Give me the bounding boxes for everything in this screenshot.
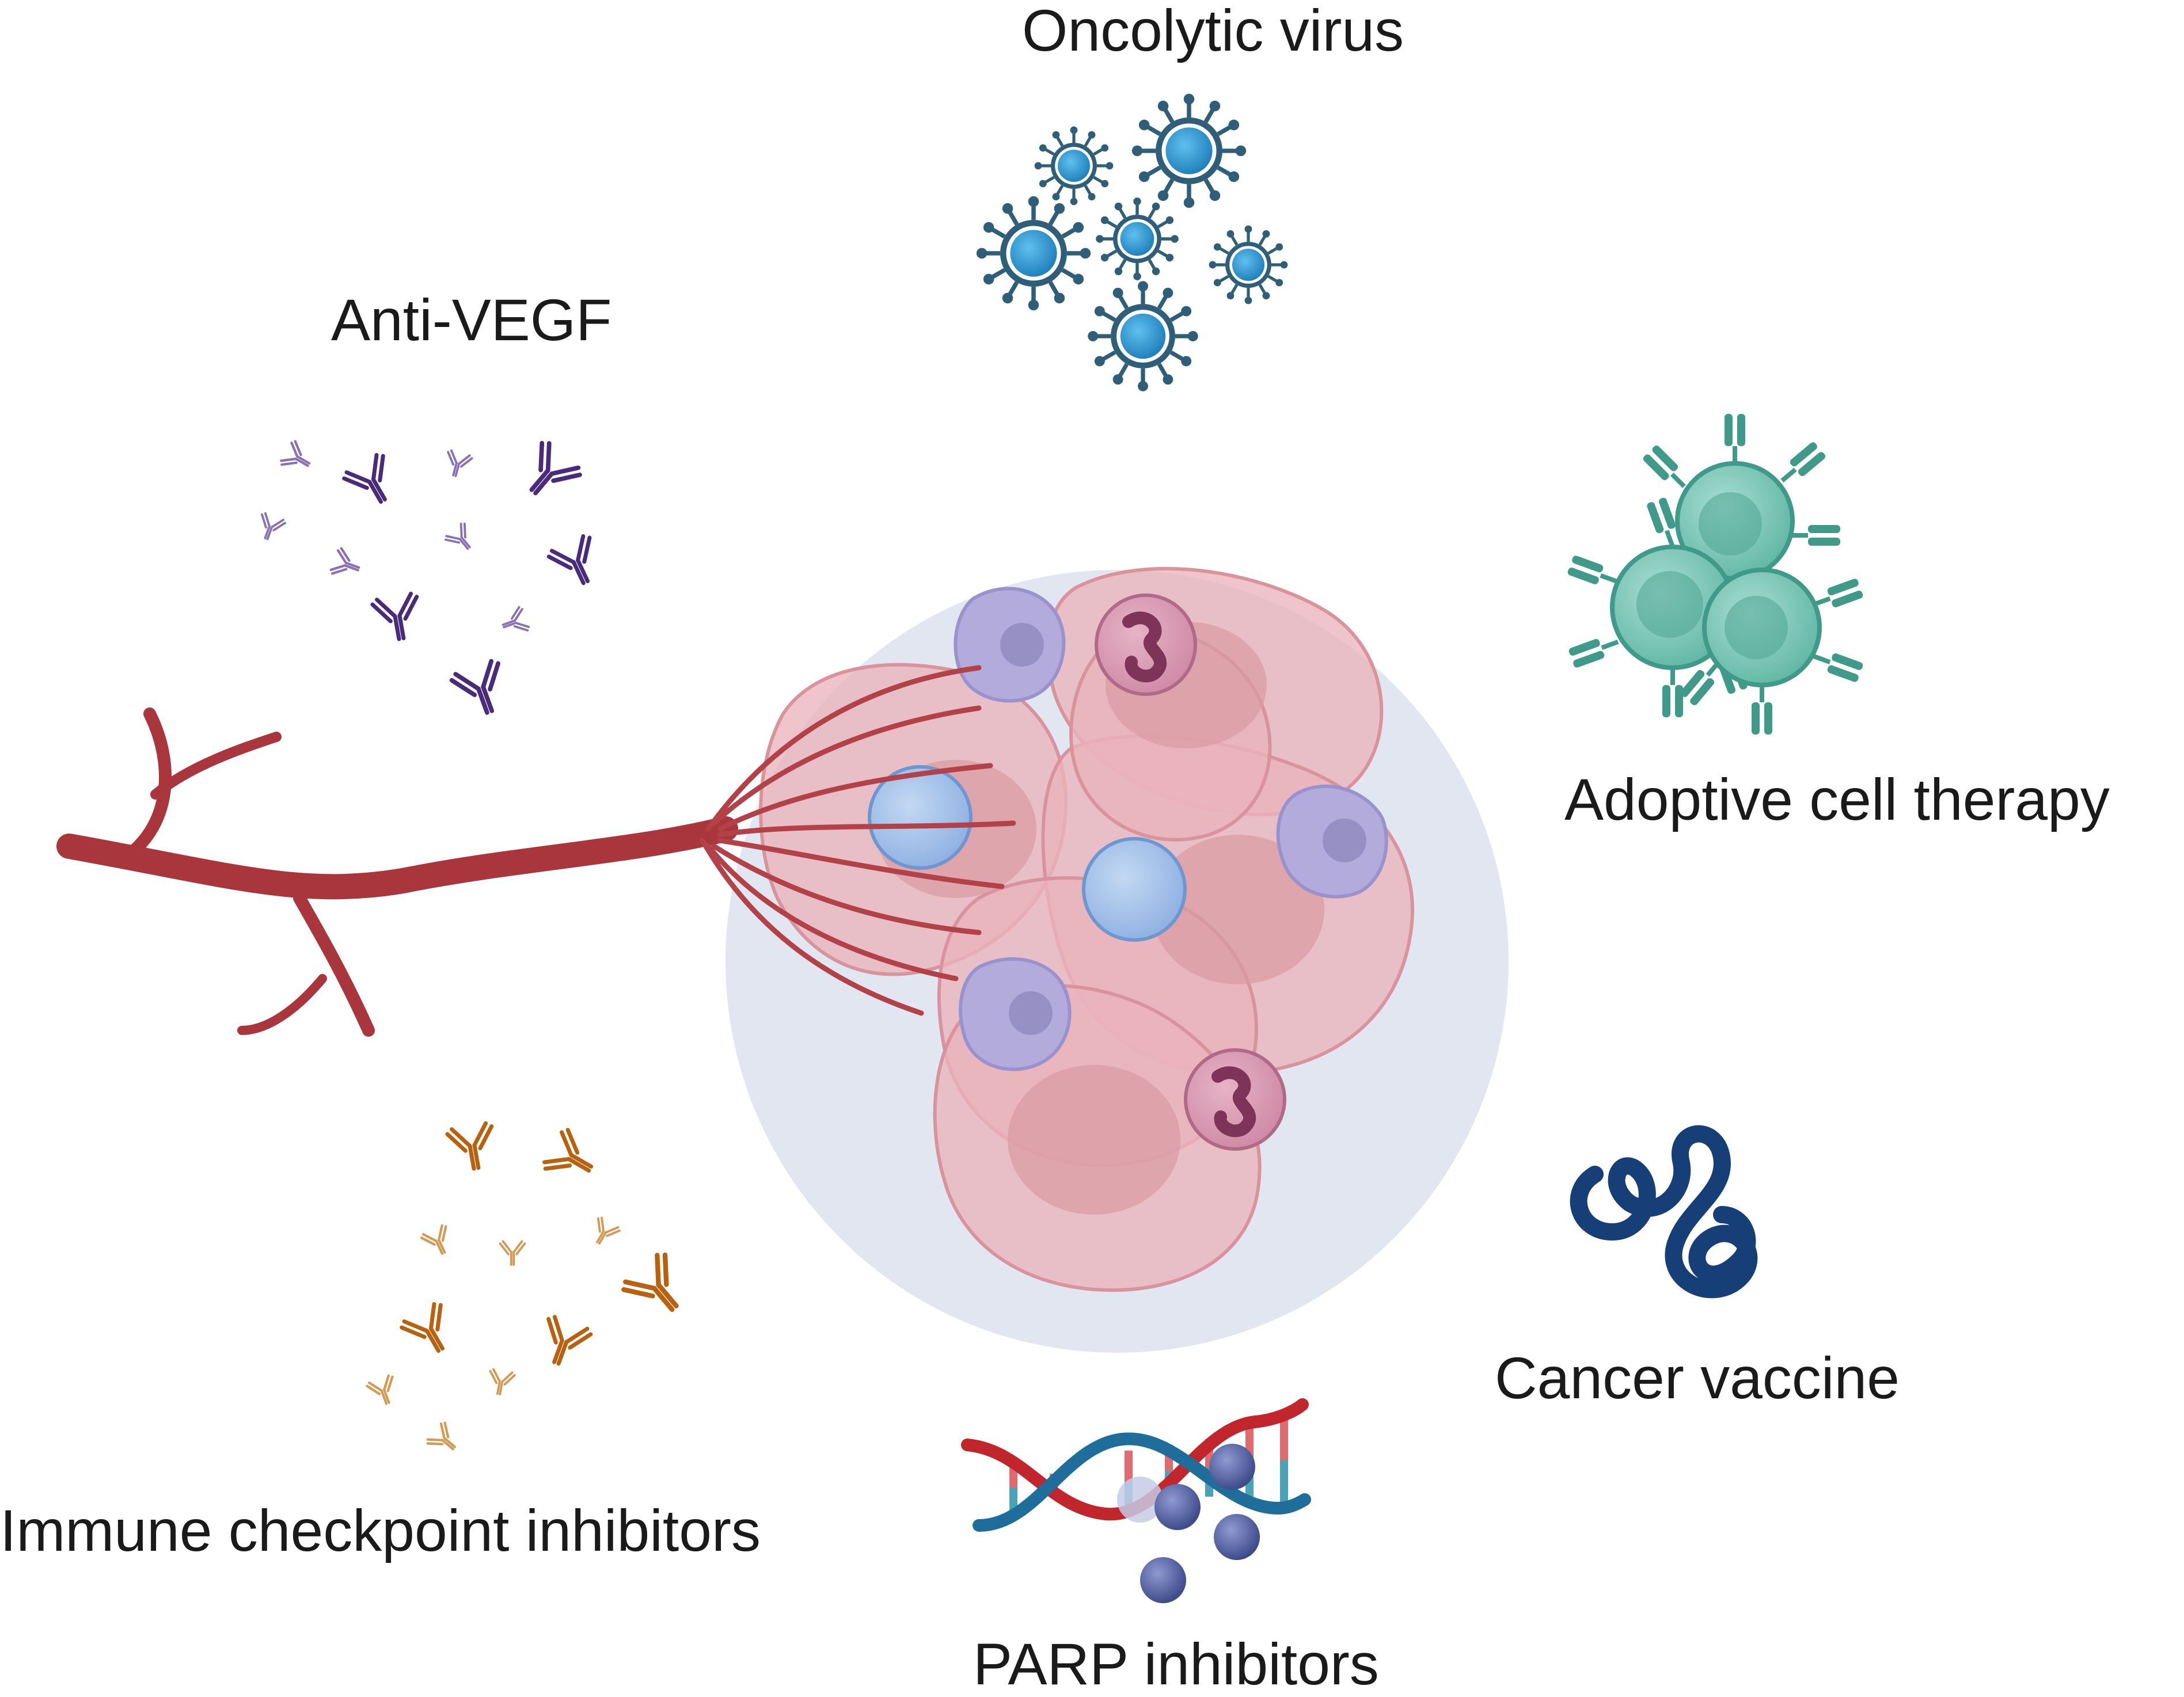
virus-icon [1034, 126, 1114, 206]
parp-molecule [1214, 1514, 1260, 1560]
virus-icon [1209, 225, 1288, 305]
antibody-icon [370, 591, 419, 641]
virus-icon [1131, 93, 1247, 208]
antibody-icon [400, 1302, 445, 1353]
vessel-branch [126, 707, 172, 858]
antibody-icon [342, 453, 387, 504]
neutrophil-nucleus [1122, 611, 1167, 683]
t-cell-receptor [1568, 639, 1619, 668]
t-cell-receptor [1780, 442, 1825, 483]
virus-icon-group [976, 93, 1288, 391]
antibody-icon [420, 1224, 447, 1255]
vessel-capillaries [700, 665, 1016, 1016]
parp-inhibitors-label: PARP inhibitors [973, 1631, 1379, 1697]
virus-icon [976, 196, 1091, 311]
antibody-icon [499, 1240, 526, 1266]
dna-strand-blue [973, 1432, 1311, 1532]
parp-molecule-icon [1117, 1444, 1260, 1603]
t-cell-receptor [1567, 555, 1618, 584]
vessel-branch [237, 974, 327, 1035]
t-cell-nucleus [1636, 571, 1703, 638]
antibody-icon [529, 440, 582, 496]
t-cell-receptor [1662, 668, 1683, 717]
t-cell-icon [1567, 414, 1863, 735]
antibody-icon [280, 440, 311, 467]
macrophage-nucleus [1000, 623, 1044, 667]
antibody-icon [426, 1421, 457, 1451]
antibody-icon [260, 512, 287, 541]
t-cell-receptor [1643, 445, 1686, 488]
lymphocyte [868, 765, 973, 870]
immune-checkpoint-inhibitors-label: Immune checkpoint inhibitors [0, 1498, 761, 1563]
antibody-icon [502, 606, 530, 632]
parp-molecule [1140, 1557, 1186, 1603]
cancer-vaccine-label: Cancer vaccine [1495, 1345, 1900, 1411]
parp-molecule [1209, 1444, 1255, 1490]
parp-molecule [1154, 1484, 1201, 1530]
virus-icon [1096, 197, 1179, 280]
antibody-icon [366, 1374, 394, 1405]
antibody-icon [445, 1121, 494, 1171]
antibody-icon [542, 1128, 594, 1173]
tumor-nucleus [1008, 1065, 1180, 1215]
t-cell-receptor [1647, 497, 1676, 548]
antibody-icon [447, 449, 473, 477]
antibody-icon [546, 534, 592, 585]
vessel-branch [293, 892, 375, 1037]
t-cell-nucleus [1699, 492, 1762, 555]
t-cell-nucleus [1725, 596, 1788, 659]
checkpoint-antibodies [366, 1121, 679, 1451]
lymphocyte-cells [868, 765, 1187, 942]
antibody-icon [621, 1252, 679, 1312]
virus-icon [1088, 281, 1198, 391]
antibody-icon [329, 547, 360, 575]
mrna-vaccine-icon [1570, 1125, 1758, 1299]
anti-vegf-label: Anti-VEGF [331, 287, 612, 353]
tumor-icon [726, 566, 1509, 1353]
t-cell-receptor [1752, 685, 1772, 735]
lymphocyte [1082, 837, 1187, 942]
neutrophil-cells [1095, 593, 1286, 1151]
t-cell-receptor [1725, 414, 1745, 463]
anti-vegf-antibodies [260, 440, 592, 715]
oncolytic-virus-label: Oncolytic virus [1022, 0, 1404, 63]
adoptive-cell-therapy-label: Adoptive cell therapy [1564, 767, 2110, 832]
blood-vessel-icon [56, 665, 1016, 1037]
macrophage-nucleus [1009, 991, 1053, 1035]
antibody-icon [449, 659, 501, 715]
antibody-icon [546, 1315, 593, 1366]
t-cell-receptor [1791, 525, 1840, 546]
vessel-trunk [56, 816, 738, 900]
antibody-icon [489, 1368, 516, 1395]
parp-molecule [1117, 1477, 1163, 1523]
antibody-icon [596, 1216, 621, 1245]
macrophage-nucleus [1323, 819, 1366, 862]
tumor-nucleus [1152, 835, 1324, 984]
vessel-branch [150, 732, 282, 800]
neutrophil-nucleus [1211, 1066, 1256, 1137]
antibody-icon [445, 522, 471, 550]
t-cell-receptor [1813, 653, 1863, 682]
